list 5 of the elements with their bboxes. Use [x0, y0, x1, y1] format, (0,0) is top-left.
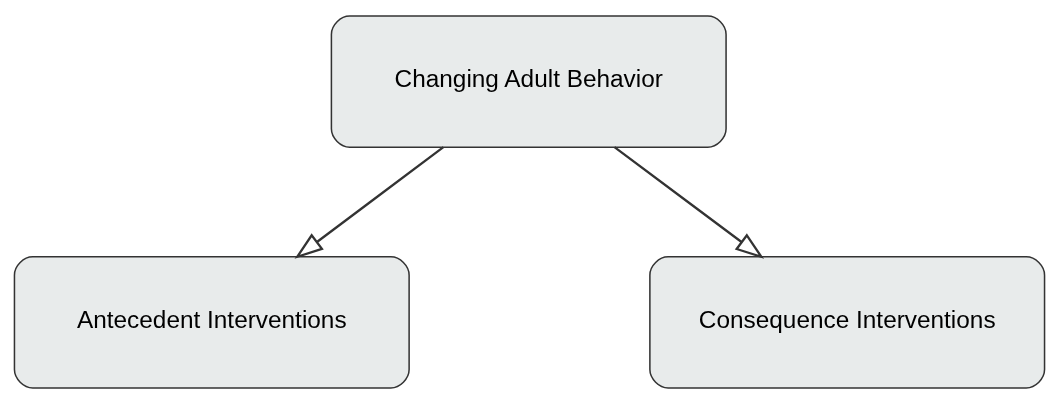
- node-box: Changing Adult Behavior: [330, 14, 727, 148]
- arrow: [294, 145, 445, 259]
- node-box: Consequence Interventions: [649, 255, 1046, 389]
- node-box: Antecedent Interventions: [13, 255, 410, 389]
- arrow: [613, 145, 765, 259]
